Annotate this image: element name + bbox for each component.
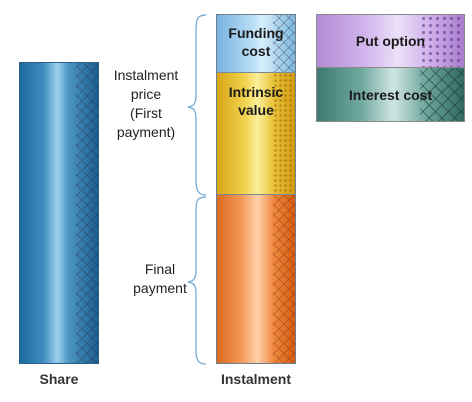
instalment-price-label: Instalment price (First payment) — [113, 67, 179, 140]
brackets-svg — [187, 14, 207, 365]
instalment-label: Instalment — [220, 371, 291, 387]
put-option-dots — [420, 15, 464, 67]
legend: Put option Interest cost — [316, 14, 465, 122]
share-label: Share — [39, 371, 79, 387]
interest-cost-label: Interest cost — [348, 87, 433, 103]
intrinsic-value-label: Intrinsic value — [228, 84, 284, 118]
legend-interest-cost: Interest cost — [317, 68, 464, 121]
put-option-label: Put option — [355, 33, 426, 49]
final-payment-segment — [217, 195, 295, 363]
instalment-price-bracket — [187, 14, 207, 196]
share-bar — [19, 62, 99, 364]
final-payment-label: Final payment — [133, 261, 187, 296]
legend-put-option: Put option — [317, 15, 464, 68]
share-bar-hatch — [76, 63, 98, 363]
instalment-bar: Funding cost Intrinsic value — [216, 14, 296, 364]
funding-cost-label: Funding cost — [228, 25, 284, 59]
final-payment-bracket — [187, 196, 207, 365]
funding-cost-segment: Funding cost — [217, 15, 295, 73]
funding-cost-hatch — [273, 15, 295, 72]
final-payment-hatch — [273, 195, 295, 363]
interest-cost-hatch — [420, 68, 464, 121]
intrinsic-value-segment: Intrinsic value — [217, 73, 295, 195]
intrinsic-value-dots — [273, 73, 295, 194]
